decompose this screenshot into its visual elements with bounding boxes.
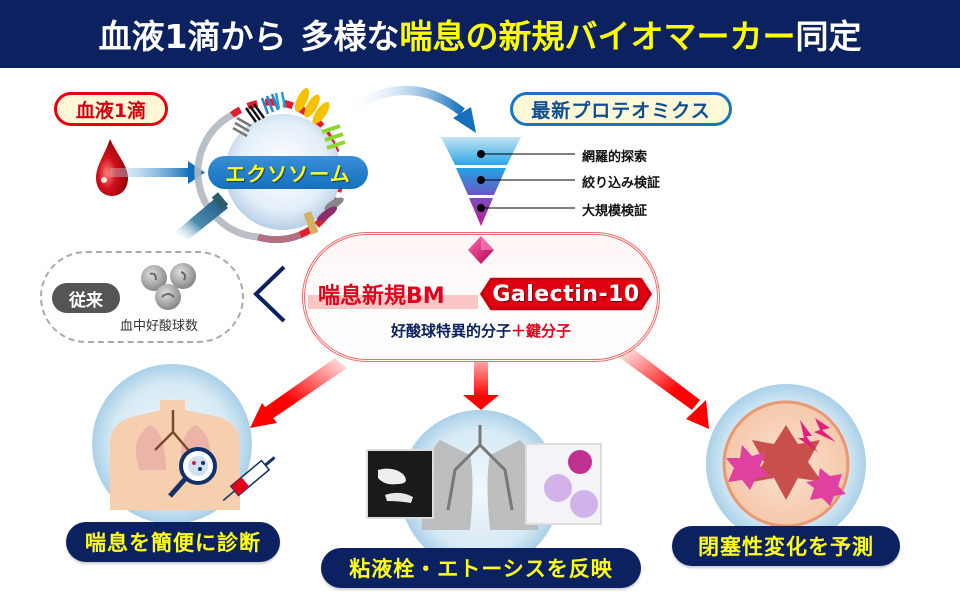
exosome-label: エクソソーム <box>208 156 368 189</box>
gem-icon <box>468 236 494 264</box>
funnel-step-label: 大規模検証 <box>582 204 648 219</box>
comparison-symbol-icon <box>253 265 286 323</box>
arrow-to-obstruction-icon <box>620 348 709 429</box>
conventional-badge: 従来 <box>52 283 120 313</box>
biomarker-tag-shape <box>478 276 654 312</box>
title-part2: 多様な <box>300 17 400 56</box>
title-part1: 血液1滴から <box>98 17 287 56</box>
funnel-step-label: 絞り込み検証 <box>582 176 661 191</box>
collection-tube-icon <box>175 192 229 240</box>
outcome-mucus-etosis: 粘液栓・エトーシスを反映 <box>321 548 641 588</box>
blood-drop-icon <box>96 139 128 196</box>
proteomics-funnel-icon <box>441 137 575 226</box>
outcome-obstruction: 閉塞性変化を予測 <box>672 526 900 566</box>
arrow-to-diagnosis-icon <box>250 358 347 428</box>
eosinophil-cells-icon <box>141 263 196 310</box>
arrow-to-proteomics-icon <box>345 86 476 133</box>
title-banner: 血液1滴から多様な喘息の新規バイオマーカー同定 <box>0 0 960 68</box>
biomarker-subtitle: 好酸球特異的分子＋鍵分子 <box>302 320 660 341</box>
biomarker-title: 喘息新規BM <box>318 284 445 309</box>
proteomics-label: 最新プロテオミクス <box>510 92 732 126</box>
mucus-plug-illustration <box>366 410 602 570</box>
biomarker-subtitle-plus: ＋鍵分子 <box>511 322 572 340</box>
biomarker-stripe <box>308 295 478 309</box>
page-title: 血液1滴から多様な喘息の新規バイオマーカー同定 <box>99 10 862 58</box>
title-highlight: 喘息の新規バイオマーカー <box>399 17 796 56</box>
blood-drop-label: 血液1滴 <box>54 92 168 126</box>
outcome-diagnosis: 喘息を簡便に診断 <box>66 522 280 562</box>
conventional-label: 血中好酸球数 <box>120 319 199 334</box>
biomarker-subtitle-main: 好酸球特異的分子 <box>390 322 511 340</box>
conventional-method-box <box>40 251 244 343</box>
funnel-step-label: 網羅的探索 <box>582 150 648 165</box>
title-part3: 同定 <box>795 17 862 56</box>
obstruction-illustration <box>706 384 866 544</box>
biomarker-name: Galectin-10 <box>492 281 640 307</box>
diagnosis-illustration <box>92 364 276 524</box>
